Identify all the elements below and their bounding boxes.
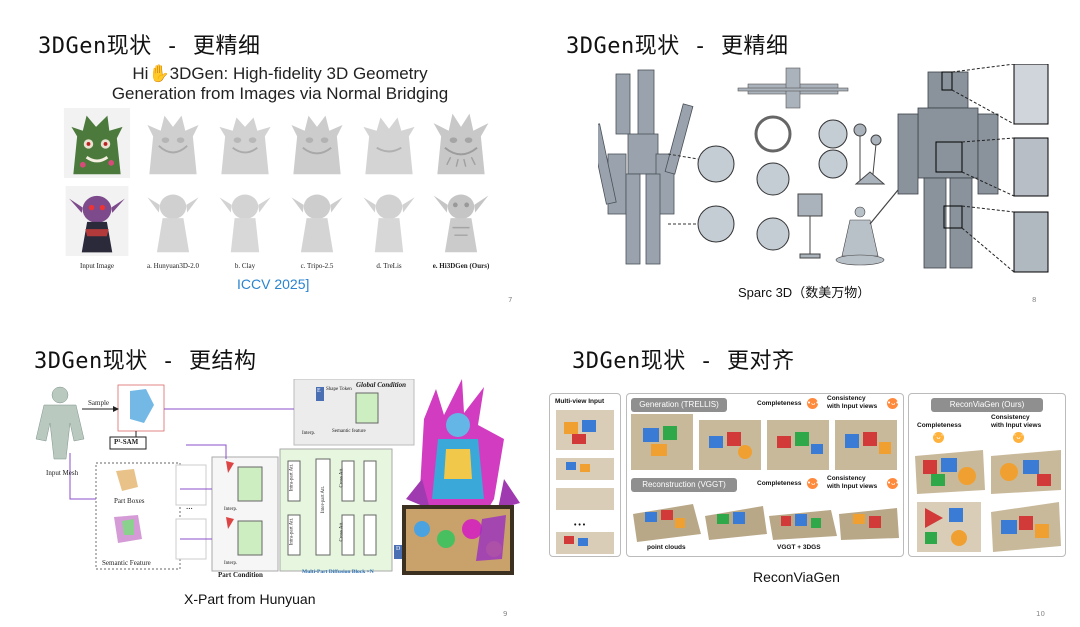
label-dots: ...: [186, 501, 193, 511]
reconstruction-header: Reconstruction (VGGT): [631, 478, 737, 492]
paper-title-line1: 3DGen: High-fidelity 3D Geometry: [169, 64, 428, 83]
sad-face-icon: •ᴗ•: [807, 398, 820, 409]
input-image-monster: [63, 108, 131, 178]
label-global-condition: Global Condition: [356, 381, 406, 389]
label-input-mesh: Input Mesh: [46, 469, 79, 477]
vggt-3dgs-label: VGGT + 3DGS: [777, 544, 821, 551]
multiview-input-label: Multi-view Input: [555, 398, 605, 405]
slide-sparc3d: 3DGen现状 - 更精细: [540, 0, 1080, 313]
point-clouds-label: point clouds: [647, 544, 686, 551]
label-multi-part-block: Multi-Part Diffusion Block ×N: [302, 569, 374, 575]
label-hi3dgen: e. Hi3DGen (Ours): [432, 262, 490, 270]
waving-hand-icon: ✋: [148, 64, 170, 83]
render-tripo-row1: [291, 115, 343, 175]
render-tripo-row2: [291, 194, 343, 253]
page-number: 10: [1036, 610, 1045, 618]
render-hi3dgen-row1: [433, 113, 489, 175]
render-hunyuan-row2: [147, 194, 199, 253]
label-psam: P³-SAM: [114, 438, 139, 446]
happy-face-icon: ᵔᴗᵔ: [1013, 432, 1024, 443]
label-semantic-feature-small: Semantic feature: [332, 429, 366, 434]
slide-xpart: 3DGen现状 - 更结构: [0, 313, 540, 627]
render-trellis-row1: [363, 117, 415, 175]
reconstruction-results: [633, 504, 899, 542]
label-e: E: [317, 388, 321, 394]
multiview-thumbnails: [556, 410, 614, 554]
sparc3d-figure: [598, 64, 1049, 273]
label-clay: b. Clay: [234, 262, 256, 270]
label-part-boxes: Part Boxes: [114, 497, 145, 505]
label-semantic-feature: Semantic Feature: [102, 559, 151, 567]
label-hunyuan: a. Hunyuan3D-2.0: [147, 262, 199, 270]
paper-title-line2: Generation from Images via Normal Bridgi…: [111, 84, 449, 103]
label-intra-part-attn-2: Intra-part Att.: [289, 517, 295, 546]
render-clay-row2: [219, 194, 271, 253]
slide-caption: X-Part from Hunyuan: [184, 591, 316, 607]
happy-face-icon: ᵔᴗᵔ: [933, 432, 944, 443]
label-cross-attn-2: Cross Att.: [339, 521, 345, 542]
page-number: 8: [1032, 296, 1037, 304]
label-d: D: [396, 546, 401, 552]
label-inter-part-attn: Inter-part Att.: [321, 485, 327, 514]
slide-caption: Sparc 3D（数美万物）: [738, 285, 871, 300]
paper-title-prefix: Hi: [132, 64, 149, 83]
completeness-label-recon: Completeness: [757, 480, 802, 487]
paper-title: Hi✋3DGen: High-fidelity 3D Geometry Gene…: [60, 64, 500, 104]
page-number: 9: [503, 610, 508, 618]
multiview-dots: • • •: [574, 522, 586, 529]
slide-heading: 3DGen现状 - 更精细: [38, 34, 261, 59]
render-trellis-row2: [363, 194, 415, 253]
multiview-input-panel: Multi-view Input • • •: [549, 393, 621, 557]
render-hunyuan-row1: [147, 115, 199, 175]
pipeline-diagram: [35, 379, 520, 575]
label-part-condition: Part Condition: [218, 571, 263, 579]
label-sample: Sample: [88, 399, 109, 407]
slide-reconviagen: 3DGen现状 - 更对齐 Multi-view Input • • • Gen…: [540, 313, 1080, 627]
label-interp-part-1: Interp.: [224, 507, 238, 512]
reconviagen-results: [915, 450, 1061, 552]
slide-hi3dgen: 3DGen现状 - 更精细 Hi✋3DGen: High-fidelity 3D…: [0, 0, 540, 313]
completeness-label-gen: Completeness: [757, 400, 802, 407]
input-image-goblin: [65, 186, 129, 256]
venue-label: ICCV 2025]: [237, 276, 310, 292]
sad-face-icon: •ᴗ•: [887, 398, 900, 409]
label-intra-part-attn-1: Intra-part Att.: [289, 463, 295, 492]
slide-caption: ReconViaGen: [753, 569, 840, 585]
reconviagen-panel: ReconViaGen (Ours) Completeness ᵔᴗᵔ Cons…: [908, 393, 1066, 557]
page-number: 7: [508, 296, 513, 304]
xpart-pipeline-figure: Input Mesh Sample P³-SAM Part Boxes Sema…: [26, 379, 526, 579]
reconviagen-header: ReconViaGen (Ours): [931, 398, 1043, 412]
render-hi3dgen-row2: [433, 194, 489, 253]
label-trellis: d. TreLis: [376, 262, 402, 270]
label-cross-attn-1: Cross Att.: [339, 467, 345, 488]
label-tripo: c. Tripo-2.5: [300, 262, 334, 270]
label-interp-global: Interp.: [302, 431, 316, 436]
label-interp-part-2: Interp.: [224, 561, 238, 566]
sad-face-icon: •ᴗ•: [887, 478, 900, 489]
render-clay-row1: [219, 117, 271, 175]
label-shape-token: Shape Token: [326, 387, 352, 392]
generation-results: [631, 414, 897, 470]
completeness-label-ours: Completeness: [917, 422, 962, 429]
sad-face-icon: •ᴗ•: [807, 478, 820, 489]
slide-heading: 3DGen现状 - 更精细: [566, 34, 789, 59]
slide-heading: 3DGen现状 - 更对齐: [572, 349, 795, 374]
label-input-image: Input Image: [79, 262, 114, 270]
baselines-panel: Generation (TRELLIS) Completeness •ᴗ• Co…: [626, 393, 904, 557]
comparison-figure: Input Image a. Hunyuan3D-2.0 b. Clay c. …: [62, 106, 502, 276]
generation-header: Generation (TRELLIS): [631, 398, 727, 412]
slide-heading: 3DGen现状 - 更结构: [34, 349, 257, 374]
